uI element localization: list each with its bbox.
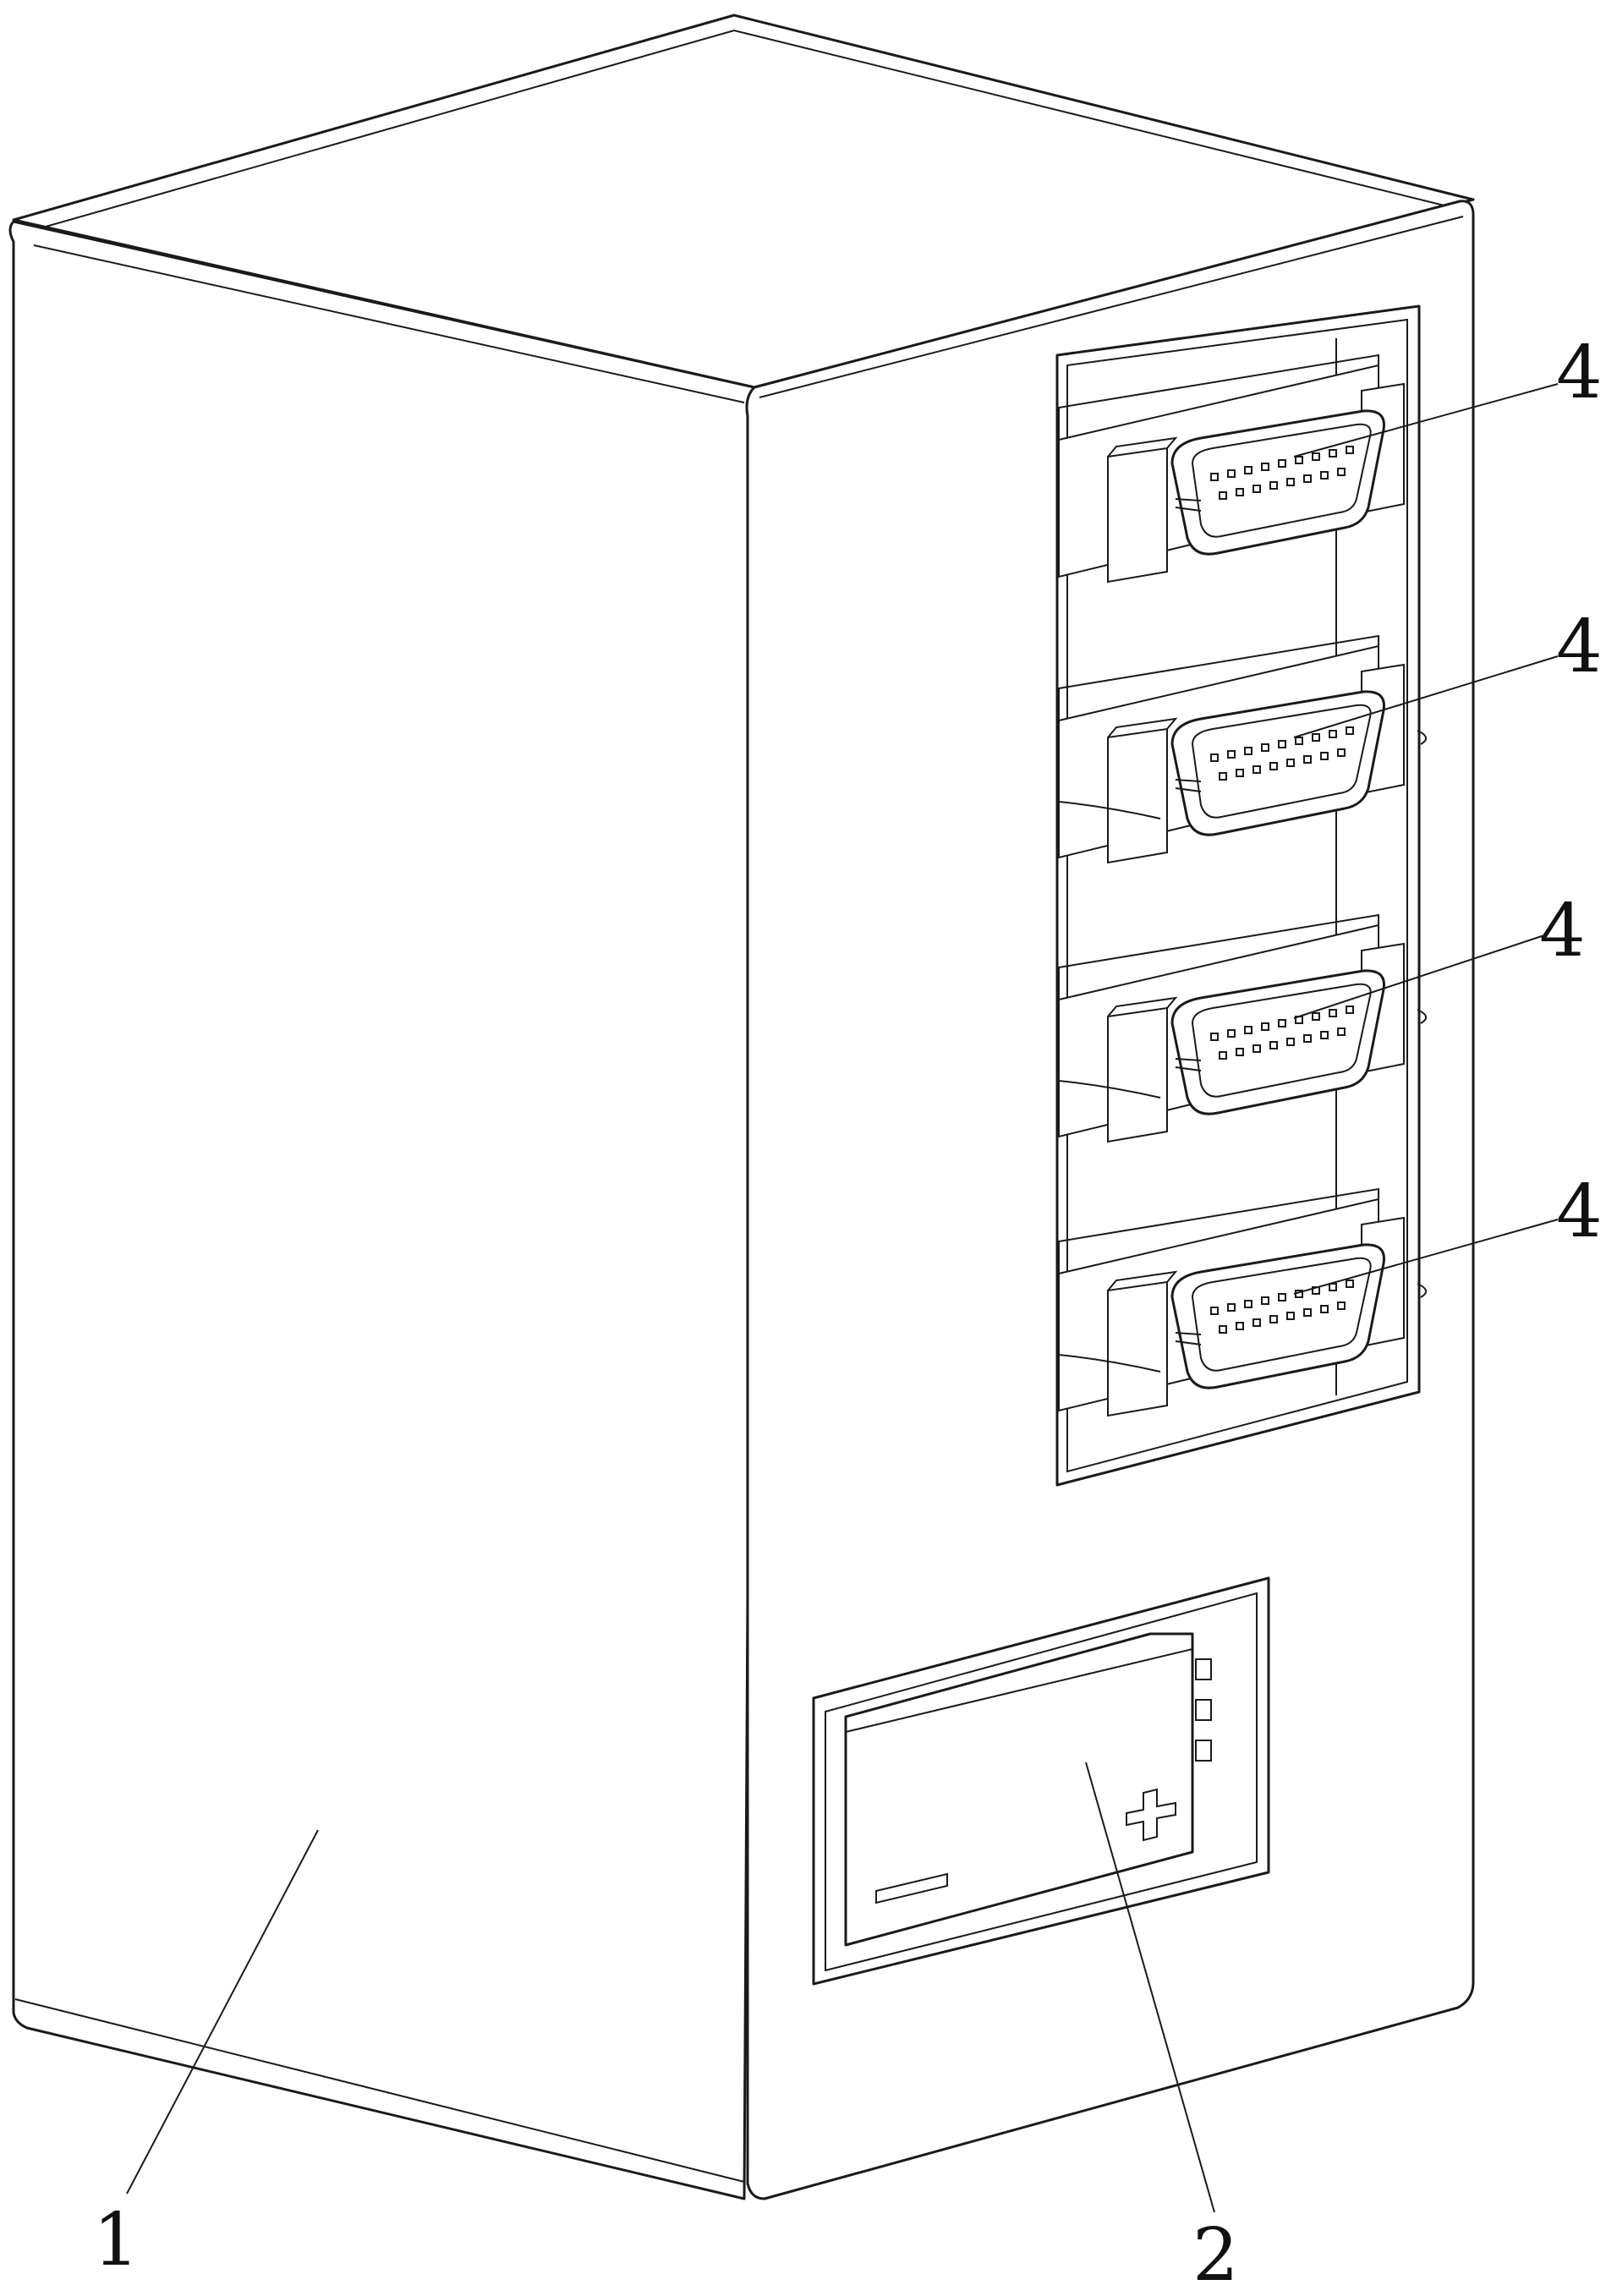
leader-line-housing	[126, 1829, 319, 2195]
label-connector-1: 4	[1556, 331, 1603, 415]
label-connector-3: 4	[1539, 889, 1586, 973]
connector-row-3	[1057, 913, 1427, 1143]
battery-top-edge	[845, 1648, 1193, 1734]
leader-line-connector-3	[1293, 934, 1545, 1019]
label-battery: 2	[1192, 2213, 1239, 2296]
label-connector-4: 4	[1556, 1170, 1603, 1254]
leader-line-connector-4	[1293, 1219, 1559, 1295]
cabinet-left-face	[8, 220, 756, 2200]
label-housing: 1	[93, 2198, 140, 2282]
leader-line-battery	[1085, 1762, 1215, 2213]
connector-row-2	[1057, 634, 1427, 864]
connector-pins	[1210, 446, 1354, 500]
leader-lines	[126, 383, 1559, 2213]
connector-hook	[1417, 1009, 1427, 1024]
leader-line-connector-1	[1293, 383, 1559, 458]
battery-terminal	[1195, 1658, 1212, 1680]
cabinet-front-top-edge	[759, 216, 1464, 398]
connector-window-outer	[1055, 304, 1421, 1487]
label-connector-2: 4	[1556, 605, 1603, 689]
connector-wire	[1175, 498, 1202, 501]
leader-line-connector-2	[1293, 655, 1559, 738]
battery-plus-icon	[1126, 1788, 1176, 1842]
cabinet-left-bottom-edge	[14, 1998, 745, 2183]
battery-compartment	[812, 1576, 1270, 1986]
connector-cable	[1058, 1080, 1161, 1099]
connector-hook	[1417, 730, 1427, 745]
connector-left-clip	[1107, 447, 1168, 584]
battery-terminal	[1195, 1699, 1212, 1721]
connector-hook	[1417, 1283, 1427, 1298]
connector-d-inner	[1191, 423, 1372, 538]
connector-wire	[1175, 507, 1202, 512]
cabinet-left-top-edge	[33, 244, 745, 403]
battery-terminal	[1195, 1740, 1212, 1762]
battery-window-inner	[825, 1592, 1258, 1972]
connector-cable	[1058, 801, 1161, 819]
connector-left-clip-top	[1107, 436, 1178, 458]
cabinet-top-bevel	[33, 29, 1455, 231]
connector-row-4	[1057, 1187, 1427, 1417]
battery-minus-icon	[875, 1872, 948, 1904]
connector-block-top	[1058, 353, 1379, 440]
connector-cable	[1058, 1354, 1161, 1373]
